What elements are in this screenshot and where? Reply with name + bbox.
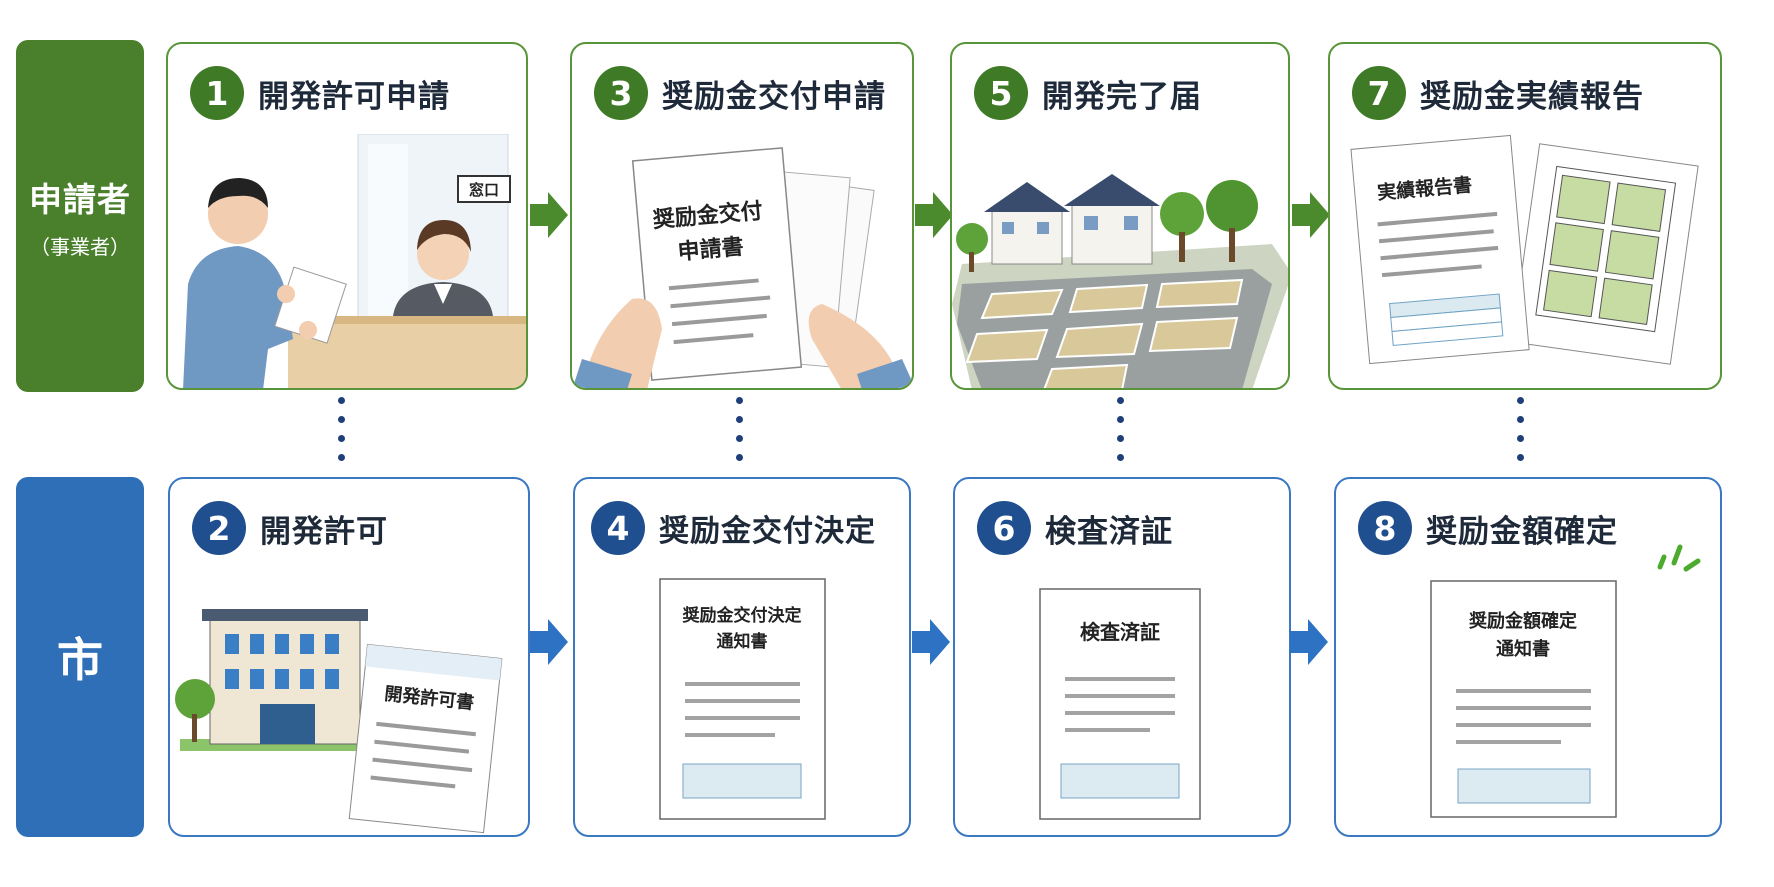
arrow-right-icon xyxy=(530,192,568,238)
step-number-badge: 1 xyxy=(190,66,244,120)
step-card-1: 1 開発許可申請 窓口 xyxy=(166,42,528,390)
dotted-connector xyxy=(338,397,345,473)
house-icon xyxy=(991,208,1063,265)
counter-sign-text: 窓口 xyxy=(469,181,499,199)
step-card-5: 5 開発完了届 xyxy=(950,42,1290,390)
step-card-8: 8 奨励金額確定 奨励金額確定 通知書 xyxy=(1334,477,1722,837)
step-title: 奨励金交付申請 xyxy=(662,78,886,115)
tree-icon xyxy=(1206,180,1258,232)
step-header: 7 奨励金実績報告 xyxy=(1352,66,1644,120)
sparkle-icon xyxy=(1657,544,1701,572)
step-card-3: 3 奨励金交付申請 奨励金交付 申請書 xyxy=(570,42,914,390)
city-hall-illustration: 開発許可書 xyxy=(175,609,503,834)
arrow-right-icon xyxy=(915,192,953,238)
tree-icon xyxy=(1160,192,1204,236)
lane-city-label: 市 xyxy=(57,633,103,687)
document-title: 検査済証 xyxy=(1080,620,1160,644)
step-header: 1 開発許可申請 xyxy=(190,66,450,120)
dotted-connector xyxy=(1517,397,1524,473)
step-number-badge: 7 xyxy=(1352,66,1406,120)
tree-icon xyxy=(175,679,215,719)
step-title: 奨励金額確定 xyxy=(1426,513,1618,550)
arrow-right-icon xyxy=(912,619,950,665)
step-title: 奨励金実績報告 xyxy=(1420,78,1644,115)
step-card-6: 6 検査済証 検査済証 xyxy=(953,477,1291,837)
tree-icon xyxy=(956,223,988,255)
step-number-badge: 5 xyxy=(974,66,1028,120)
clerk-figure xyxy=(417,228,469,280)
stamp-box xyxy=(682,763,802,799)
amount-confirmation-illustration: 奨励金額確定 通知書 xyxy=(1430,580,1617,818)
step-number-badge: 6 xyxy=(977,501,1031,555)
step-header: 2 開発許可 xyxy=(192,501,388,555)
document-title-line1: 奨励金額確定 xyxy=(1469,610,1577,632)
stamp-box xyxy=(1457,768,1591,804)
step-card-7: 7 奨励金実績報告 実績報告書 xyxy=(1328,42,1722,390)
step-header: 5 開発完了届 xyxy=(974,66,1202,120)
document-title-line2: 通知書 xyxy=(717,631,768,652)
step-header: 6 検査済証 xyxy=(977,501,1173,555)
house-icon xyxy=(1071,201,1153,265)
document-title-line2: 通知書 xyxy=(1496,638,1550,660)
decision-notice-illustration: 奨励金交付決定 通知書 xyxy=(659,578,826,820)
step-card-4: 4 奨励金交付決定 奨励金交付決定 通知書 xyxy=(573,477,911,837)
stamp-box xyxy=(1060,763,1180,799)
arrow-right-icon xyxy=(530,619,568,665)
lane-label-applicant: 申請者 （事業者） xyxy=(16,40,144,392)
document-title-line2: 申請書 xyxy=(677,234,745,266)
step-title: 開発完了届 xyxy=(1042,78,1202,115)
dotted-connector xyxy=(1117,397,1124,473)
step-number-badge: 8 xyxy=(1358,501,1412,555)
counter-sign xyxy=(457,175,511,203)
performance-report-illustration: 実績報告書 xyxy=(1350,134,1699,365)
lane-applicant-sublabel: （事業者） xyxy=(30,234,130,259)
step-number-badge: 4 xyxy=(591,501,645,555)
applicant-figure xyxy=(208,184,268,244)
step-header: 8 奨励金額確定 xyxy=(1358,501,1618,555)
step-header: 4 奨励金交付決定 xyxy=(591,501,876,555)
step-card-2: 2 開発許可 開発許可書 xyxy=(168,477,530,837)
step-header: 3 奨励金交付申請 xyxy=(594,66,886,120)
step-title: 検査済証 xyxy=(1045,513,1173,550)
housing-development-illustration xyxy=(952,174,1288,388)
application-form-illustration: 奨励金交付 申請書 xyxy=(572,147,912,388)
step-title: 開発許可申請 xyxy=(258,78,450,115)
inspection-certificate-illustration: 検査済証 xyxy=(1039,588,1201,820)
dotted-connector xyxy=(736,397,743,473)
lane-label-city: 市 xyxy=(16,477,144,837)
lane-applicant-label: 申請者 xyxy=(29,179,131,219)
document-title-line1: 奨励金交付決定 xyxy=(682,605,802,626)
step-number-badge: 3 xyxy=(594,66,648,120)
counter-meeting-illustration: 窓口 xyxy=(183,134,526,388)
step-number-badge: 2 xyxy=(192,501,246,555)
step-title: 開発許可 xyxy=(260,513,388,550)
arrow-right-icon xyxy=(1292,192,1330,238)
step-title: 奨励金交付決定 xyxy=(659,514,876,549)
arrow-right-icon xyxy=(1290,619,1328,665)
